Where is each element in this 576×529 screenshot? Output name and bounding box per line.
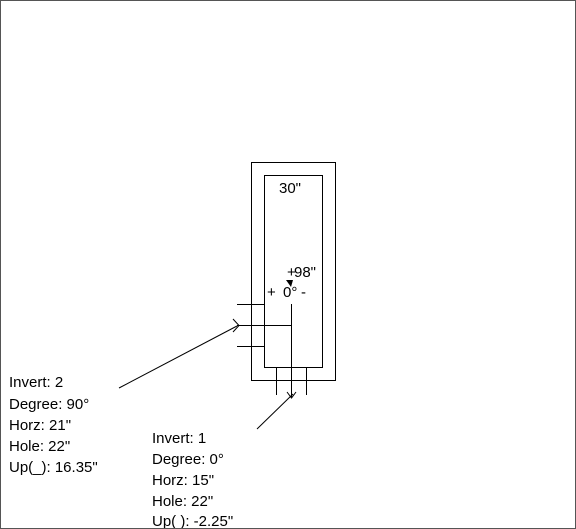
rotate-plus-button[interactable]: + bbox=[267, 284, 276, 301]
pipe-2-leader-line bbox=[118, 325, 238, 389]
rotation-angle-label: 0° bbox=[283, 284, 297, 301]
pipe-2-info[interactable]: Invert: 2 Degree: 90° Horz: 21" Hole: 22… bbox=[9, 374, 98, 476]
pipe-1-hole: Hole: 22" bbox=[152, 493, 213, 510]
rotate-minus-button[interactable]: - bbox=[301, 284, 306, 301]
structure-width-label: 30" bbox=[279, 180, 301, 197]
pipe-2-invert: Invert: 2 bbox=[9, 374, 63, 391]
pipe-1-info[interactable]: Invert: 1 Degree: 0° Horz: 15" Hole: 22"… bbox=[152, 430, 233, 528]
structure-inner-wall[interactable] bbox=[264, 175, 323, 368]
depth-tick: + bbox=[287, 264, 296, 281]
pipe-1-up: Up( ): -2.25" bbox=[152, 513, 233, 528]
pipe-2-arrowhead bbox=[232, 318, 240, 333]
pipe-2-up: Up(_): 16.35" bbox=[9, 459, 98, 476]
pipe-2-horz: Horz: 21" bbox=[9, 417, 71, 434]
structure-outer-wall[interactable] bbox=[251, 162, 336, 381]
pipe-2-hole: Hole: 22" bbox=[9, 438, 70, 455]
pipe-2-degree: Degree: 90° bbox=[9, 396, 89, 413]
pipe-1-arrowhead bbox=[286, 391, 297, 399]
structure-depth-label: 98" bbox=[294, 264, 316, 281]
invert-marker-icon bbox=[286, 280, 293, 287]
pipe-1-degree: Degree: 0° bbox=[152, 451, 224, 468]
pipe-1-invert: Invert: 1 bbox=[152, 430, 206, 447]
pipe-1-leader-line bbox=[256, 393, 294, 430]
pipe-1-horz: Horz: 15" bbox=[152, 472, 214, 489]
